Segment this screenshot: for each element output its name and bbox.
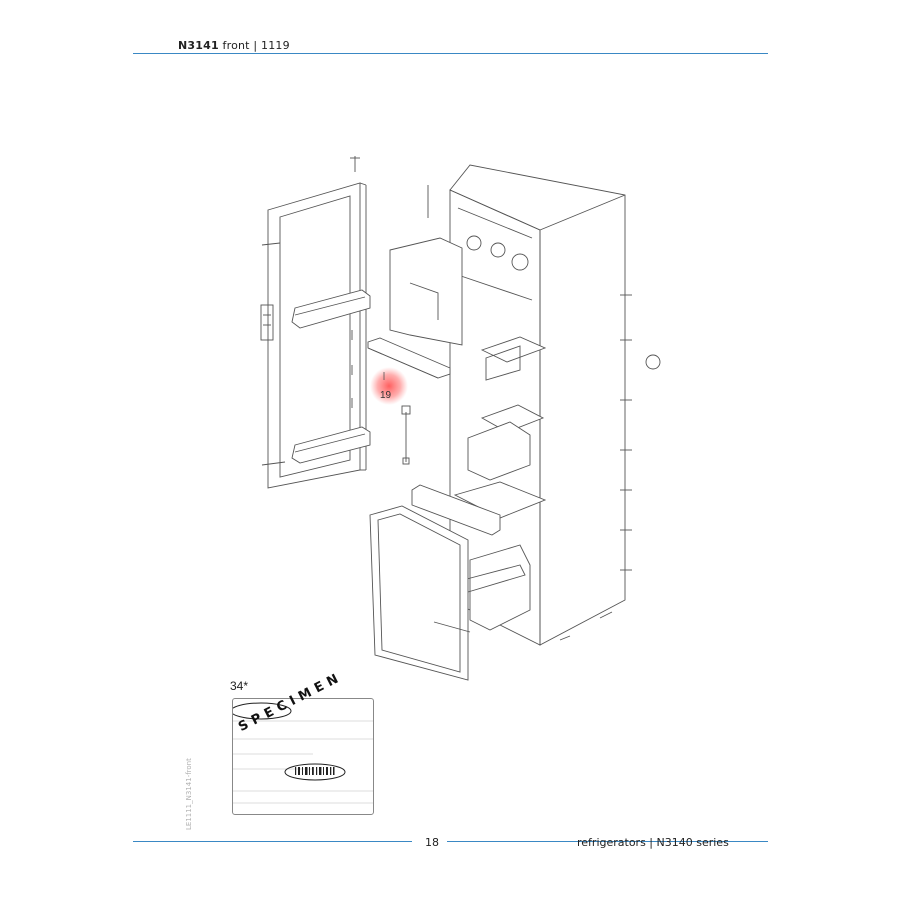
header-suffix: front | 1119 <box>218 39 290 52</box>
evaporator-cover <box>389 237 463 346</box>
specimen-ref-label: 34* <box>230 679 249 693</box>
model-number: N3141 <box>178 39 219 52</box>
header-rule <box>133 53 768 54</box>
cabinet-body <box>411 164 661 646</box>
callout-19: 19 <box>380 390 392 401</box>
sensor-assembly <box>401 405 411 465</box>
footer-rule-left <box>133 841 412 842</box>
document-code: LE1111_N3141-front <box>185 758 193 830</box>
part-19-drip-tray <box>367 337 451 379</box>
page-number: 18 <box>425 836 439 849</box>
footer-rule-right <box>447 841 768 842</box>
rating-label-specimen <box>230 698 374 815</box>
freezer-door <box>369 505 471 681</box>
series-label: refrigerators | N3140 series <box>577 836 729 849</box>
header-title: N3141 front | 1119 <box>178 39 290 52</box>
door-panel <box>260 156 371 489</box>
highlight-marker-19 <box>370 367 408 405</box>
